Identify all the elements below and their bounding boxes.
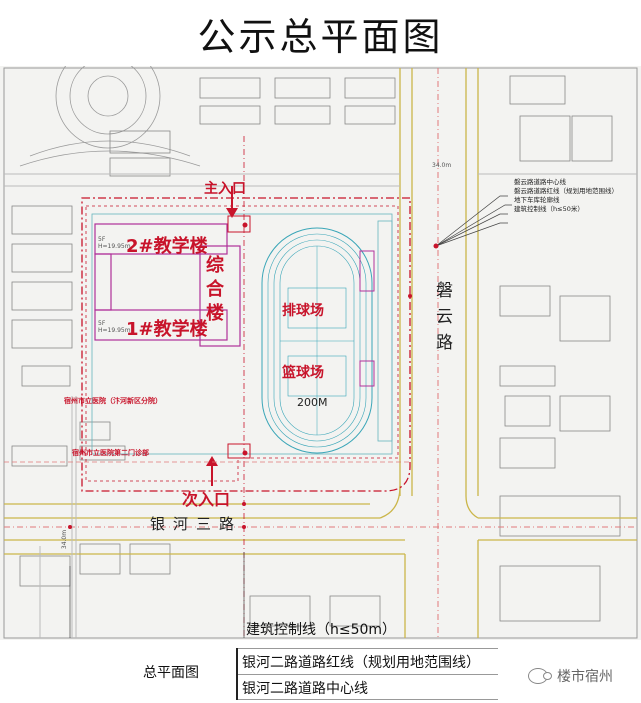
chat-bubble-icon [528, 668, 552, 684]
building-1-label: 1#教学楼 [126, 319, 208, 340]
track-label: 200M [297, 396, 328, 409]
right-legend-centerline: 磐云路道路中心线 [514, 178, 566, 186]
page-title: 公示总平面图 [197, 15, 444, 59]
right-legend-control: 建筑控制线（h≤50米） [514, 205, 584, 213]
right-legend-garage: 地下车库轮廓线 [514, 196, 560, 204]
secondary-entrance-label: 次入口 [182, 490, 231, 509]
site-boundary [81, 197, 411, 492]
surrounding-buildings [11, 75, 621, 627]
red-line-legend: 银河二路道路红线（规划用地范围线） [242, 655, 480, 671]
legend-divider [236, 648, 238, 700]
watermark: 楼市宿州 [528, 666, 613, 686]
park-roundabout [19, 66, 201, 167]
building-2-floors: 5F [98, 236, 106, 243]
building-2-height: H=19.95m [98, 243, 131, 250]
building-1-floors: 5F [98, 320, 106, 327]
right-legend-redline: 磐云路道路红线（规划用地范围线） [514, 187, 618, 195]
basketball-court-label: 篮球场 [282, 365, 324, 381]
panyun-road [399, 68, 479, 638]
hospital-2-label: 宿州市立医院第二门诊部 [72, 449, 149, 457]
volleyball-court-label: 排球场 [282, 303, 324, 319]
control-line-label: 建筑控制线（h≤50m） [246, 622, 397, 638]
yinhe-road-label: 银河三路 [150, 515, 243, 533]
road-width-left-label: 34.0m [61, 529, 69, 550]
panyun-road-label: 磐云路 [436, 281, 453, 353]
hospital-1-label: 宿州市立医院（汴河新区分院） [64, 397, 162, 405]
watermark-text: 楼市宿州 [557, 669, 613, 685]
site-plan-drawing [3, 66, 638, 639]
building-2-label: 2#教学楼 [126, 236, 208, 257]
complex-building-label: 综合楼 [206, 255, 224, 324]
center-line-legend: 银河二路道路中心线 [242, 681, 368, 697]
main-entrance-label: 主入口 [204, 181, 246, 197]
site-plan-map: 主入口 次入口 2#教学楼 1#教学楼 综合楼 排球场 篮球场 200M 磐云路… [0, 66, 641, 640]
road-width-top-label: 34.0m [432, 162, 452, 169]
site-plan-caption: 总平面图 [143, 665, 199, 681]
map-frame [3, 67, 638, 639]
running-track [261, 227, 373, 454]
yinhe-road [4, 485, 637, 638]
complex-building [199, 245, 241, 347]
building-1-height: H=19.95m [98, 327, 131, 334]
teaching-building-2 [94, 223, 228, 255]
teaching-building-1 [94, 309, 228, 341]
